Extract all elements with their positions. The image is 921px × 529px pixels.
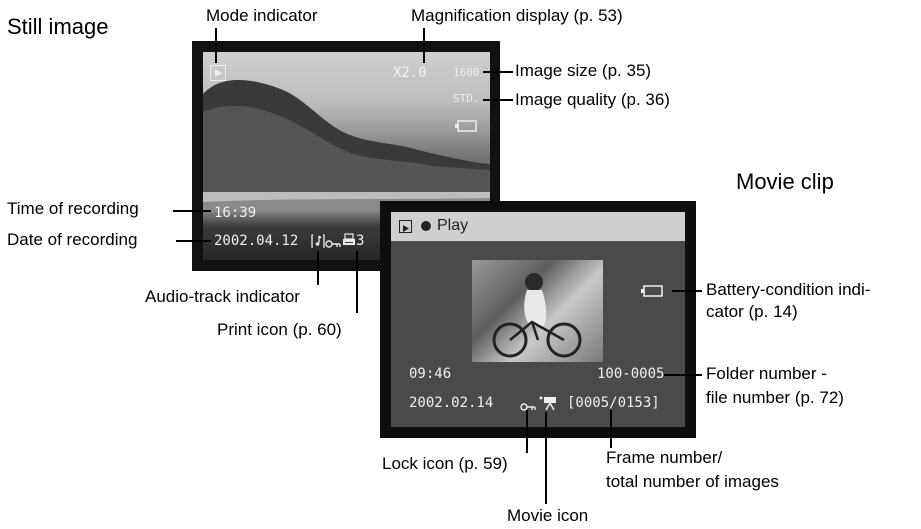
frame-number-label-line1: Frame number/ (606, 448, 723, 467)
record-dot-icon (421, 221, 431, 231)
battery-icon (455, 119, 477, 137)
still-screen-display: X2.0 1600 STD. 16:39 2002.04.12 3 (203, 52, 490, 260)
date-of-recording-leader (176, 240, 211, 242)
movie-recording-date: 2002.02.14 (409, 395, 494, 411)
image-quality-label: Image quality (p. 36) (515, 90, 670, 109)
mode-indicator-label: Mode indicator (206, 6, 318, 25)
battery-label-line1: Battery-condition indi- (706, 280, 871, 299)
battery-icon (641, 284, 663, 302)
landscape-photo (203, 79, 490, 212)
movie-icon-leader (545, 412, 547, 504)
battery-leader (672, 290, 702, 292)
time-of-recording-leader (173, 210, 211, 212)
image-size-label: Image size (p. 35) (515, 61, 652, 80)
image-quality-leader (483, 99, 513, 101)
movie-camera-icon (539, 395, 557, 416)
movie-recording-time: 09:46 (409, 366, 452, 382)
battery-label-line2: cator (p. 14) (706, 302, 798, 321)
movie-screen-display: Play 09:46 100-0005 2002.02.14 [0005/015… (391, 212, 685, 427)
frame-count: [0005/0153] (567, 395, 660, 411)
magnification-label: Magnification display (p. 53) (411, 6, 623, 25)
mode-indicator-leader (215, 28, 217, 63)
lock-icon (520, 399, 536, 417)
time-of-recording-label: Time of recording (7, 199, 139, 218)
lock-icon-leader (526, 410, 528, 453)
movie-title-bar: Play (391, 212, 685, 241)
movie-clip-title: Movie clip (736, 169, 834, 194)
still-image-title: Still image (7, 14, 109, 39)
folder-number-label-line2: file number (p. 72) (706, 388, 844, 407)
print-icon-leader (356, 251, 358, 313)
folder-file-number: 100-0005 (597, 366, 665, 382)
play-mode-icon (399, 220, 412, 233)
movie-icon-label: Movie icon (507, 506, 589, 525)
lock-icon-label: Lock icon (p. 59) (382, 454, 508, 473)
audio-track-label: Audio-track indicator (145, 287, 300, 306)
lock-icon (325, 236, 341, 254)
audio-track-leader (317, 251, 319, 285)
print-icon-label: Print icon (p. 60) (217, 320, 342, 339)
magnification-leader (423, 28, 425, 63)
image-size-leader (483, 71, 513, 73)
play-label: Play (437, 217, 469, 234)
folder-number-label-line1: Folder number - (706, 364, 827, 383)
magnification-display: X2.0 (393, 65, 427, 81)
audio-track-icon (311, 234, 325, 253)
recording-time: 16:39 (214, 205, 257, 221)
folder-number-leader (664, 374, 702, 376)
print-count: 3 (356, 233, 365, 249)
print-icon (342, 233, 356, 252)
image-size-value: 1600 (453, 66, 480, 79)
play-mode-icon (210, 65, 226, 81)
recording-date: 2002.04.12 (214, 233, 299, 249)
frame-number-label-line2: total number of images (606, 472, 779, 491)
frame-number-leader (610, 410, 612, 448)
date-of-recording-label: Date of recording (7, 230, 138, 249)
movie-thumbnail (472, 260, 603, 362)
image-quality-value: STD. (453, 92, 480, 105)
